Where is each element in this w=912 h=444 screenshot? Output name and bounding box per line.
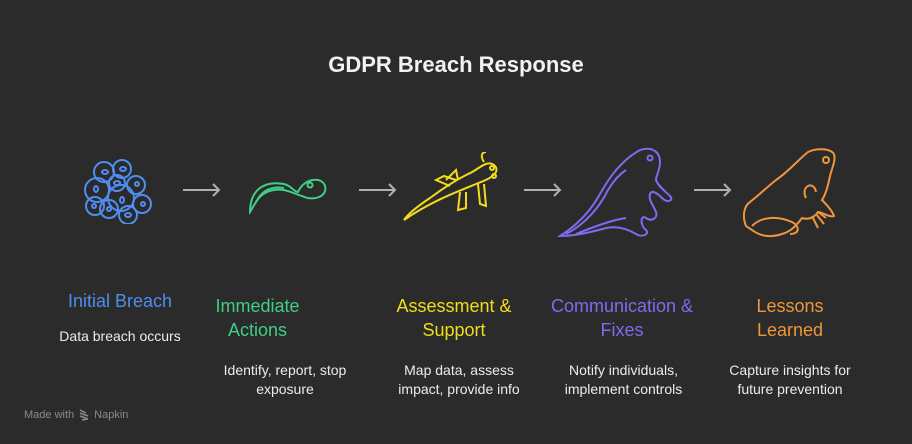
arrow-icon: [694, 183, 732, 197]
step-desc-initial-breach: Data breach occurs: [59, 328, 181, 344]
arrow-icon: [183, 183, 221, 197]
frog-eggs-icon: [84, 159, 152, 224]
step-title-lessons-learned: Lessons Learned: [756, 296, 824, 340]
napkin-brand: Napkin: [94, 409, 129, 421]
arrow-icon: [359, 183, 397, 197]
tadpole-icon: [248, 178, 327, 214]
step-title-assessment-support: Assessment & Support: [396, 296, 512, 340]
step-title-immediate-actions: Immediate Actions: [215, 296, 300, 340]
step-desc-assessment-support: Map data, assess impact, provide info: [398, 362, 520, 397]
step-title-communication-fixes: Communication & Fixes: [550, 296, 694, 340]
frog-icon: [742, 148, 836, 238]
step-desc-immediate-actions: Identify, report, stop exposure: [223, 362, 347, 397]
step-desc-lessons-learned: Capture insights for future prevention: [729, 362, 851, 397]
made-with-label: Made with: [24, 409, 75, 421]
tadpole-with-legs-icon: [403, 152, 498, 221]
napkin-logo-icon: [79, 409, 89, 421]
step-title-initial-breach: Initial Breach: [67, 291, 173, 311]
footer: Made with Napkin: [24, 409, 128, 421]
page-title: GDPR Breach Response: [328, 52, 584, 77]
froglet-icon: [556, 147, 673, 238]
step-desc-communication-fixes: Notify individuals, implement controls: [564, 362, 683, 397]
arrow-icon: [524, 183, 562, 197]
